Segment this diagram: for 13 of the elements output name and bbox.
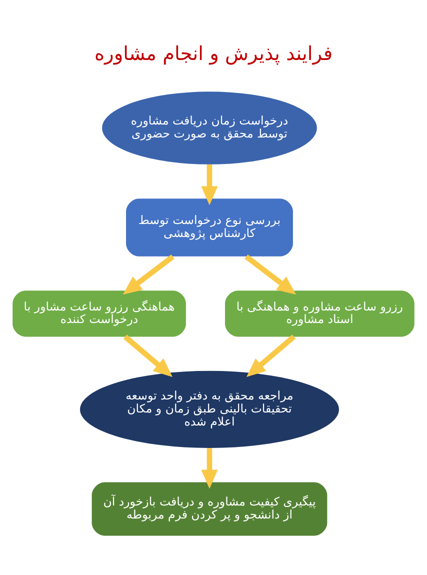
arrow	[201, 448, 218, 488]
node-ellipse: مراجعه محقق به دفتر واحد توسعه تحقیقات بالینی طبق زمان و مکان اعلام شده	[80, 370, 339, 448]
arrow	[122, 254, 174, 294]
node-box: رزرو ساعت مشاوره و هماهنگی با استاد مشاوره	[225, 290, 414, 336]
arrow	[123, 334, 173, 376]
arrow	[201, 164, 218, 205]
node-box: پیگیری کیفیت مشاوره و دریافت بازخورد آن از دانشجو و پر کردن فرم مربوطه	[92, 482, 328, 536]
node-box: هماهنگی رزرو ساعت مشاور با درخواست کننده	[12, 290, 186, 336]
node-ellipse: درخواست زمان دریافت مشاوره توسط محقق به صورت حضوری	[102, 91, 317, 164]
arrow	[246, 334, 296, 376]
diagram-title: فرایند پذیرش و انجام مشاوره	[94, 41, 333, 64]
arrow	[244, 254, 296, 294]
node-box: بررسی نوع درخواست توسط کارشناس پژوهشی	[126, 198, 293, 256]
